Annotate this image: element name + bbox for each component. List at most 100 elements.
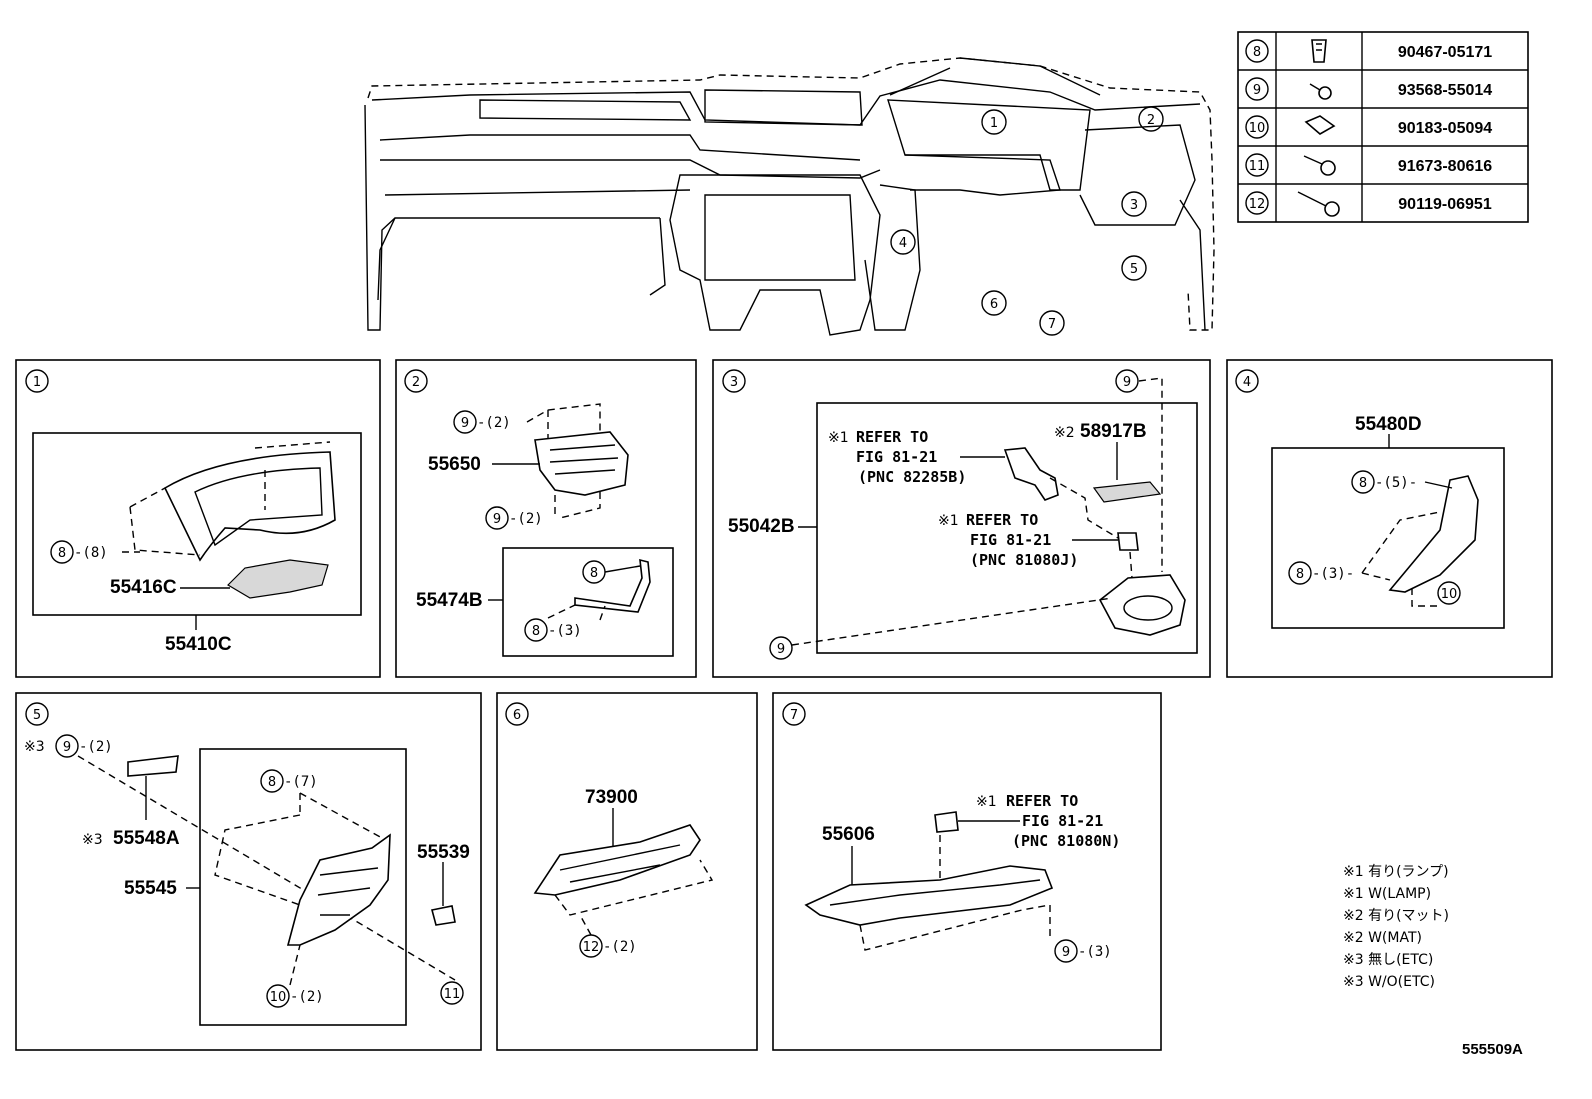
panel-4: 4 55480D 8 -(5)- 8 -(3)- 10 <box>1226 359 1553 678</box>
lower-panel <box>286 833 391 946</box>
cup-holder-tray <box>1098 574 1186 636</box>
garnish-strip <box>574 558 651 613</box>
refer-line: FIG 81-21 <box>970 531 1051 549</box>
table-row: 9 93568-55014 <box>1245 77 1492 101</box>
legend-item: ※3 無し(ETC) <box>1343 952 1433 968</box>
ref-quantity: -(2) <box>509 511 543 527</box>
bolt-icon <box>1303 155 1336 176</box>
panel-number: 3 <box>730 375 738 390</box>
bracket-55539 <box>431 905 456 926</box>
row-ref: 12 <box>1249 197 1266 212</box>
part-mark: ※3 <box>82 832 103 848</box>
etc-bracket <box>127 755 179 777</box>
part-55650: 55650 <box>428 454 481 475</box>
refer-line: FIG 81-21 <box>1022 812 1103 830</box>
ref-callout: 9 <box>461 416 469 431</box>
refer-line: REFER TO <box>966 511 1038 529</box>
ref-callout: 8 <box>590 566 598 581</box>
ref-quantity: -(2) <box>477 415 511 431</box>
ref-callout: 9 <box>1062 945 1070 960</box>
callout-circle <box>1121 255 1147 281</box>
ref-quantity: -(8) <box>74 545 108 561</box>
lamp-harness <box>1003 447 1059 501</box>
row-part-number: 90467-05171 <box>1398 44 1492 61</box>
ref-callout: 9 <box>63 740 71 755</box>
callout-circle <box>890 229 916 255</box>
cluster-panel <box>227 559 329 599</box>
legend-item: ※1 W(LAMP) <box>1343 886 1431 902</box>
panel-6: 6 73900 12 -(2) <box>496 692 758 1051</box>
callout-circle <box>1039 310 1065 336</box>
side-trim <box>1388 475 1479 593</box>
panel-3: 3 9 55042B ※1 REFER TO FIG 81-21 (PNC 82… <box>712 359 1211 678</box>
callout-circle <box>1138 106 1164 132</box>
table-row: 8 90467-05171 <box>1245 39 1492 63</box>
part-55606: 55606 <box>822 824 875 845</box>
meter-hood <box>163 451 336 562</box>
callout-2: 2 <box>1147 113 1155 128</box>
ref-quantity: -(5)- <box>1375 475 1417 491</box>
lamp-socket <box>934 811 959 833</box>
callout-3: 3 <box>1130 198 1138 213</box>
row-part-number: 90119-06951 <box>1398 196 1492 213</box>
ref-callout: 10 <box>270 990 287 1005</box>
refer-line: (PNC 82285B) <box>858 468 966 486</box>
panel-number: 4 <box>1243 375 1251 390</box>
panel-1: 1 8 -(8) 55416C 55410C <box>15 359 381 678</box>
dashboard-overview <box>364 57 1215 336</box>
panel-number: 7 <box>790 708 798 723</box>
clip-icon <box>1311 39 1327 63</box>
callout-6: 6 <box>990 297 998 312</box>
switch-panel <box>534 431 629 496</box>
row-ref: 9 <box>1253 83 1261 98</box>
part-55545: 55545 <box>124 878 177 899</box>
callout-7: 7 <box>1048 317 1056 332</box>
part-55042B: 55042B <box>728 516 795 537</box>
row-ref: 8 <box>1253 45 1261 60</box>
callout-1: 1 <box>990 116 998 131</box>
legend-item: ※2 有り(マット) <box>1343 908 1449 924</box>
panel-number: 2 <box>412 375 420 390</box>
part-55480D: 55480D <box>1355 414 1422 435</box>
callout-5: 5 <box>1130 262 1138 277</box>
callout-circle <box>1121 191 1147 217</box>
row-ref: 10 <box>1249 121 1266 136</box>
ref-callout: 9 <box>1123 375 1131 390</box>
part-55474B: 55474B <box>416 590 483 611</box>
ref-quantity: -(2) <box>603 939 637 955</box>
screw-icon <box>1309 83 1332 100</box>
panel-number: 1 <box>33 375 41 390</box>
ref-callout: 8 <box>1359 476 1367 491</box>
part-58917B: 58917B <box>1080 421 1147 442</box>
callout-circle <box>981 290 1007 316</box>
legend-item: ※1 有り(ランプ) <box>1343 864 1449 880</box>
figure-id: 555509A <box>1462 1041 1523 1058</box>
part-55548A: 55548A <box>113 828 180 849</box>
part-73900: 73900 <box>585 787 638 808</box>
ref-callout: 8 <box>58 546 66 561</box>
ref-callout: 8 <box>1296 567 1304 582</box>
refer-line: (PNC 81080N) <box>1012 832 1120 850</box>
callout-4: 4 <box>899 236 907 251</box>
refer-line: REFER TO <box>1006 792 1078 810</box>
legend-item: ※3 W/O(ETC) <box>1343 974 1435 990</box>
table-row: 11 91673-80616 <box>1245 153 1492 177</box>
legend: ※1 有り(ランプ) ※1 W(LAMP) ※2 有り(マット) ※2 W(MA… <box>1343 864 1449 990</box>
refer-mark: ※1 <box>828 430 849 446</box>
part-55539: 55539 <box>417 842 470 863</box>
refer-mark: ※1 <box>938 513 959 529</box>
ref-quantity: -(3) <box>548 623 582 639</box>
row-part-number: 91673-80616 <box>1398 158 1492 175</box>
refer-mark: ※1 <box>976 794 997 810</box>
callout-circle <box>981 109 1007 135</box>
long-bolt-icon <box>1297 191 1340 217</box>
ref-quantity: -(2) <box>79 739 113 755</box>
airbag-bracket <box>533 824 701 896</box>
refer-line: FIG 81-21 <box>856 448 937 466</box>
table-row: 10 90183-05094 <box>1245 115 1492 139</box>
row-ref: 11 <box>1249 159 1266 174</box>
ref-quantity: -(2) <box>290 989 324 1005</box>
fastener-table: 8 90467-05171 9 93568-55014 10 90183-050… <box>1237 31 1529 223</box>
panel-number: 5 <box>33 708 41 723</box>
legend-item: ※2 W(MAT) <box>1343 930 1422 946</box>
